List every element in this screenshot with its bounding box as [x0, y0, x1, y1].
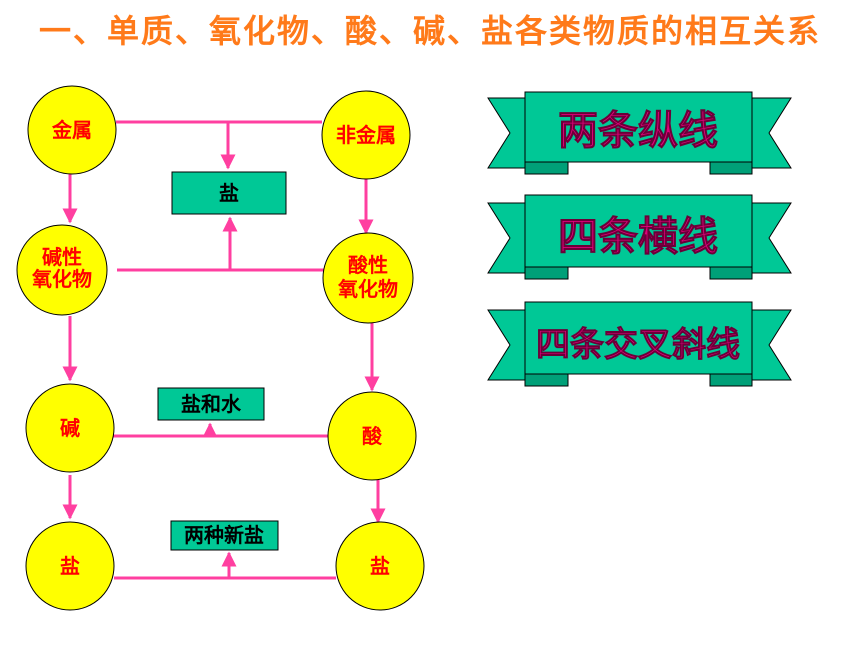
- node-acidic-oxide-line1: 酸性: [348, 253, 388, 277]
- box-salt-and-water: 盐和水: [157, 387, 265, 421]
- node-salt-left: 盐: [25, 521, 115, 611]
- banner-2-label: 四条横线: [558, 214, 718, 260]
- box-salt-label: 盐: [219, 181, 239, 205]
- banner-2[interactable]: 四条横线: [487, 194, 792, 280]
- box-two-new-salts: 两种新盐: [170, 520, 279, 551]
- page-title: 一、单质、氧化物、酸、碱、盐各类物质的相互关系: [38, 12, 821, 50]
- node-nonmetal: 非金属: [321, 90, 411, 180]
- box-salt: 盐: [171, 171, 287, 215]
- banner-3-label: 四条交叉斜线: [536, 325, 740, 365]
- banner-3[interactable]: 四条交叉斜线: [487, 301, 792, 387]
- node-metal: 金属: [27, 85, 117, 175]
- node-salt-right-label: 盐: [370, 554, 390, 578]
- box-salt-and-water-label: 盐和水: [181, 392, 242, 416]
- node-acid: 酸: [327, 391, 417, 481]
- node-base-label: 碱: [60, 416, 80, 440]
- box-two-new-salts-label: 两种新盐: [184, 523, 264, 547]
- node-salt-right: 盐: [335, 521, 425, 611]
- node-acidic-oxide-line2: 氧化物: [337, 277, 398, 301]
- connector-lines: [62, 120, 386, 580]
- node-metal-label: 金属: [51, 118, 92, 142]
- node-acidic-oxide: 酸性 氧化物: [322, 232, 414, 324]
- node-basic-oxide-line1: 碱性: [42, 245, 82, 269]
- banner-1[interactable]: 两条纵线: [487, 91, 792, 175]
- banner-1-label: 两条纵线: [558, 108, 718, 154]
- node-acid-label: 酸: [362, 424, 383, 448]
- node-basic-oxide: 碱性 氧化物: [16, 224, 108, 316]
- node-basic-oxide-line2: 氧化物: [31, 267, 92, 291]
- node-base: 碱: [25, 383, 115, 473]
- node-nonmetal-label: 非金属: [336, 123, 396, 147]
- node-salt-left-label: 盐: [60, 554, 80, 578]
